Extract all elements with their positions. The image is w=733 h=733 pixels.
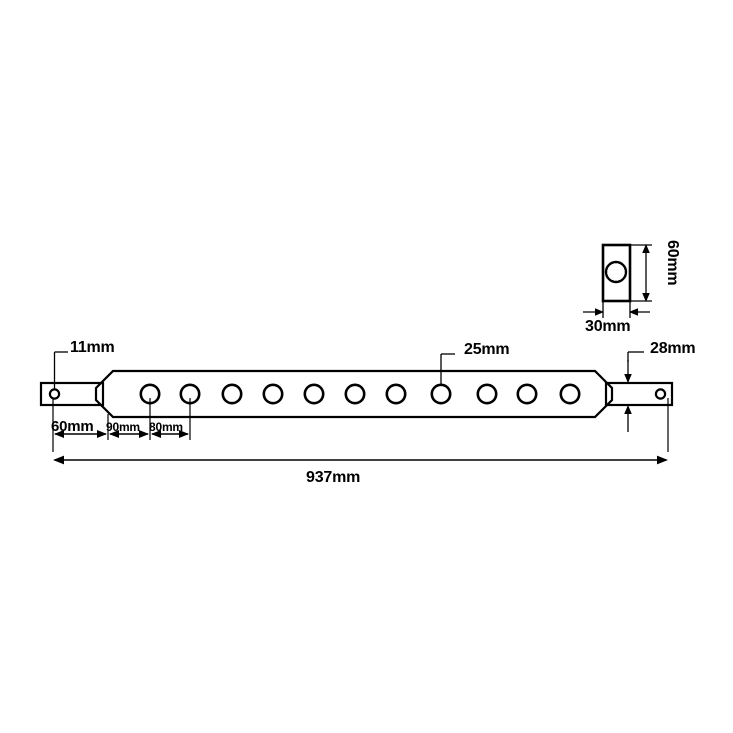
- left-tang: [39, 381, 105, 407]
- arrow-right: [139, 430, 149, 438]
- arrow-up: [624, 405, 632, 414]
- label-937mm: 937mm: [306, 469, 361, 486]
- main-hole: [476, 383, 498, 405]
- label-28mm: 28mm: [650, 340, 696, 357]
- arrow-left: [54, 430, 64, 438]
- leader-25mm: [440, 353, 455, 385]
- arrow-right: [179, 430, 189, 438]
- main-hole: [221, 383, 243, 405]
- arrow-right: [595, 308, 604, 316]
- main-bar-outline: [94, 369, 614, 419]
- label-60mm: 60mm: [51, 418, 94, 435]
- arrow-right: [97, 430, 107, 438]
- dimension-extension-lines: [52, 398, 669, 452]
- cross-section-outline: [601, 243, 632, 303]
- main-hole: [430, 383, 452, 405]
- arrow-down: [624, 374, 632, 383]
- main-hole: [303, 383, 325, 405]
- main-hole: [516, 383, 538, 405]
- label-80mm: 80mm: [149, 420, 183, 434]
- label-30mm: 30mm: [585, 318, 631, 335]
- arrow-down: [642, 293, 650, 302]
- arrow-left: [629, 308, 638, 316]
- arrow-left: [151, 430, 161, 438]
- arrow-left: [53, 455, 64, 465]
- leader-11mm: [53, 351, 68, 389]
- section-width-dimension: [583, 301, 650, 318]
- main-hole: [385, 383, 407, 405]
- cross-section-hole: [604, 260, 628, 284]
- main-hole: [344, 383, 366, 405]
- label-60mm-section: 60mm: [664, 240, 681, 286]
- label-11mm: 11mm: [70, 339, 115, 356]
- main-hole-row: [139, 383, 581, 405]
- left-pin-hole: [48, 388, 61, 400]
- leader-28mm: [627, 351, 644, 432]
- arrow-left: [109, 430, 119, 438]
- main-hole: [559, 383, 581, 405]
- section-height-dimension: [630, 244, 652, 302]
- arrow-right: [657, 455, 668, 465]
- right-tang: [604, 381, 674, 407]
- label-90mm: 90mm: [106, 420, 140, 434]
- right-pin-hole: [654, 388, 667, 400]
- label-25mm: 25mm: [464, 341, 510, 358]
- main-hole: [262, 383, 284, 405]
- arrow-up: [642, 244, 650, 253]
